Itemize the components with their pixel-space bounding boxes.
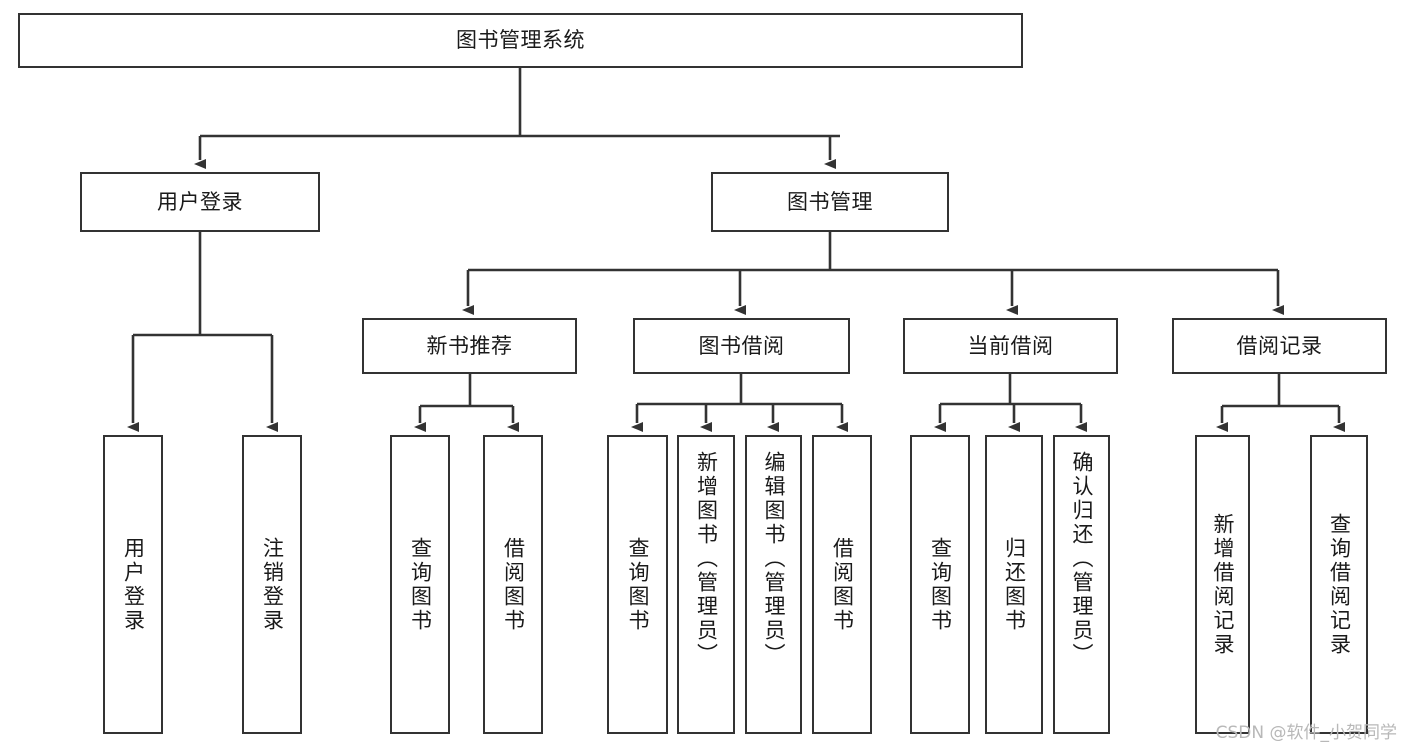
node-root[interactable]: 图书管理系统 bbox=[18, 13, 1023, 68]
node-leaf-2[interactable]: 注销登录 bbox=[242, 435, 302, 734]
node-1[interactable]: 新书推荐 bbox=[362, 318, 577, 374]
node-2[interactable]: 图书管理 bbox=[711, 172, 949, 232]
node-leaf-4[interactable]: 借阅图书 bbox=[483, 435, 543, 734]
node-leaf-11[interactable]: 确认归还（管理员） bbox=[1053, 435, 1110, 734]
node-leaf-label-9: 查询图书 bbox=[928, 536, 953, 633]
node-leaf-label-7: 编辑图书（管理员） bbox=[762, 451, 786, 667]
node-leaf-label-1: 用户登录 bbox=[121, 536, 146, 633]
node-3[interactable]: 当前借阅 bbox=[903, 318, 1118, 374]
node-2[interactable]: 图书借阅 bbox=[633, 318, 850, 374]
node-leaf-10[interactable]: 归还图书 bbox=[985, 435, 1043, 734]
node-leaf-12[interactable]: 新增借阅记录 bbox=[1195, 435, 1250, 734]
node-4[interactable]: 借阅记录 bbox=[1172, 318, 1387, 374]
node-leaf-9[interactable]: 查询图书 bbox=[910, 435, 970, 734]
node-leaf-5[interactable]: 查询图书 bbox=[607, 435, 668, 734]
node-leaf-label-10: 归还图书 bbox=[1002, 536, 1027, 633]
node-leaf-label-2: 注销登录 bbox=[260, 536, 285, 633]
node-leaf-label-3: 查询图书 bbox=[408, 536, 433, 633]
node-leaf-6[interactable]: 新增图书（管理员） bbox=[677, 435, 735, 734]
node-label-1: 用户登录 bbox=[157, 189, 243, 214]
node-leaf-label-13: 查询借阅记录 bbox=[1327, 512, 1352, 657]
node-leaf-7[interactable]: 编辑图书（管理员） bbox=[745, 435, 802, 734]
node-1[interactable]: 用户登录 bbox=[80, 172, 320, 232]
node-leaf-label-6: 新增图书（管理员） bbox=[694, 451, 719, 667]
node-label-4: 借阅记录 bbox=[1236, 333, 1323, 358]
node-leaf-3[interactable]: 查询图书 bbox=[390, 435, 450, 734]
node-label-1: 新书推荐 bbox=[426, 333, 513, 358]
node-leaf-label-8: 借阅图书 bbox=[830, 536, 855, 633]
node-label-2: 图书借阅 bbox=[698, 333, 785, 358]
node-leaf-8[interactable]: 借阅图书 bbox=[812, 435, 872, 734]
node-leaf-1[interactable]: 用户登录 bbox=[103, 435, 163, 734]
node-root-label: 图书管理系统 bbox=[456, 28, 585, 53]
node-leaf-13[interactable]: 查询借阅记录 bbox=[1310, 435, 1368, 734]
node-label-2: 图书管理 bbox=[787, 189, 873, 214]
node-leaf-label-12: 新增借阅记录 bbox=[1211, 512, 1235, 657]
node-leaf-label-5: 查询图书 bbox=[626, 536, 650, 633]
node-leaf-label-11: 确认归还（管理员） bbox=[1070, 451, 1094, 667]
node-leaf-label-4: 借阅图书 bbox=[501, 536, 526, 633]
watermark: CSDN @软件_小贺同学 bbox=[1215, 723, 1397, 743]
node-label-3: 当前借阅 bbox=[967, 333, 1054, 358]
